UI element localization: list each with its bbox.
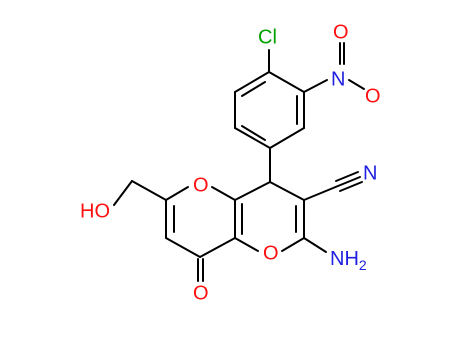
amino-label: NH2 bbox=[330, 248, 367, 272]
hydroxyl-label: HO bbox=[80, 200, 110, 222]
ring-oxygen-upper-label: O bbox=[193, 174, 209, 196]
nitro-nitrogen-label: N bbox=[331, 68, 345, 90]
ring-oxygen-lower-label: O bbox=[263, 242, 279, 264]
nitro-oxygen-right-label: O bbox=[365, 85, 381, 107]
nitro-oxygen-top-label: O bbox=[333, 21, 349, 43]
amino-subscript: 2 bbox=[359, 257, 367, 273]
bond-skeleton bbox=[113, 42, 365, 282]
carbonyl-oxygen-label: O bbox=[193, 282, 209, 304]
chlorine-label: Cl bbox=[258, 26, 277, 48]
nitrile-nitrogen-label: N bbox=[363, 162, 377, 184]
amino-nh-text: NH bbox=[330, 248, 359, 270]
